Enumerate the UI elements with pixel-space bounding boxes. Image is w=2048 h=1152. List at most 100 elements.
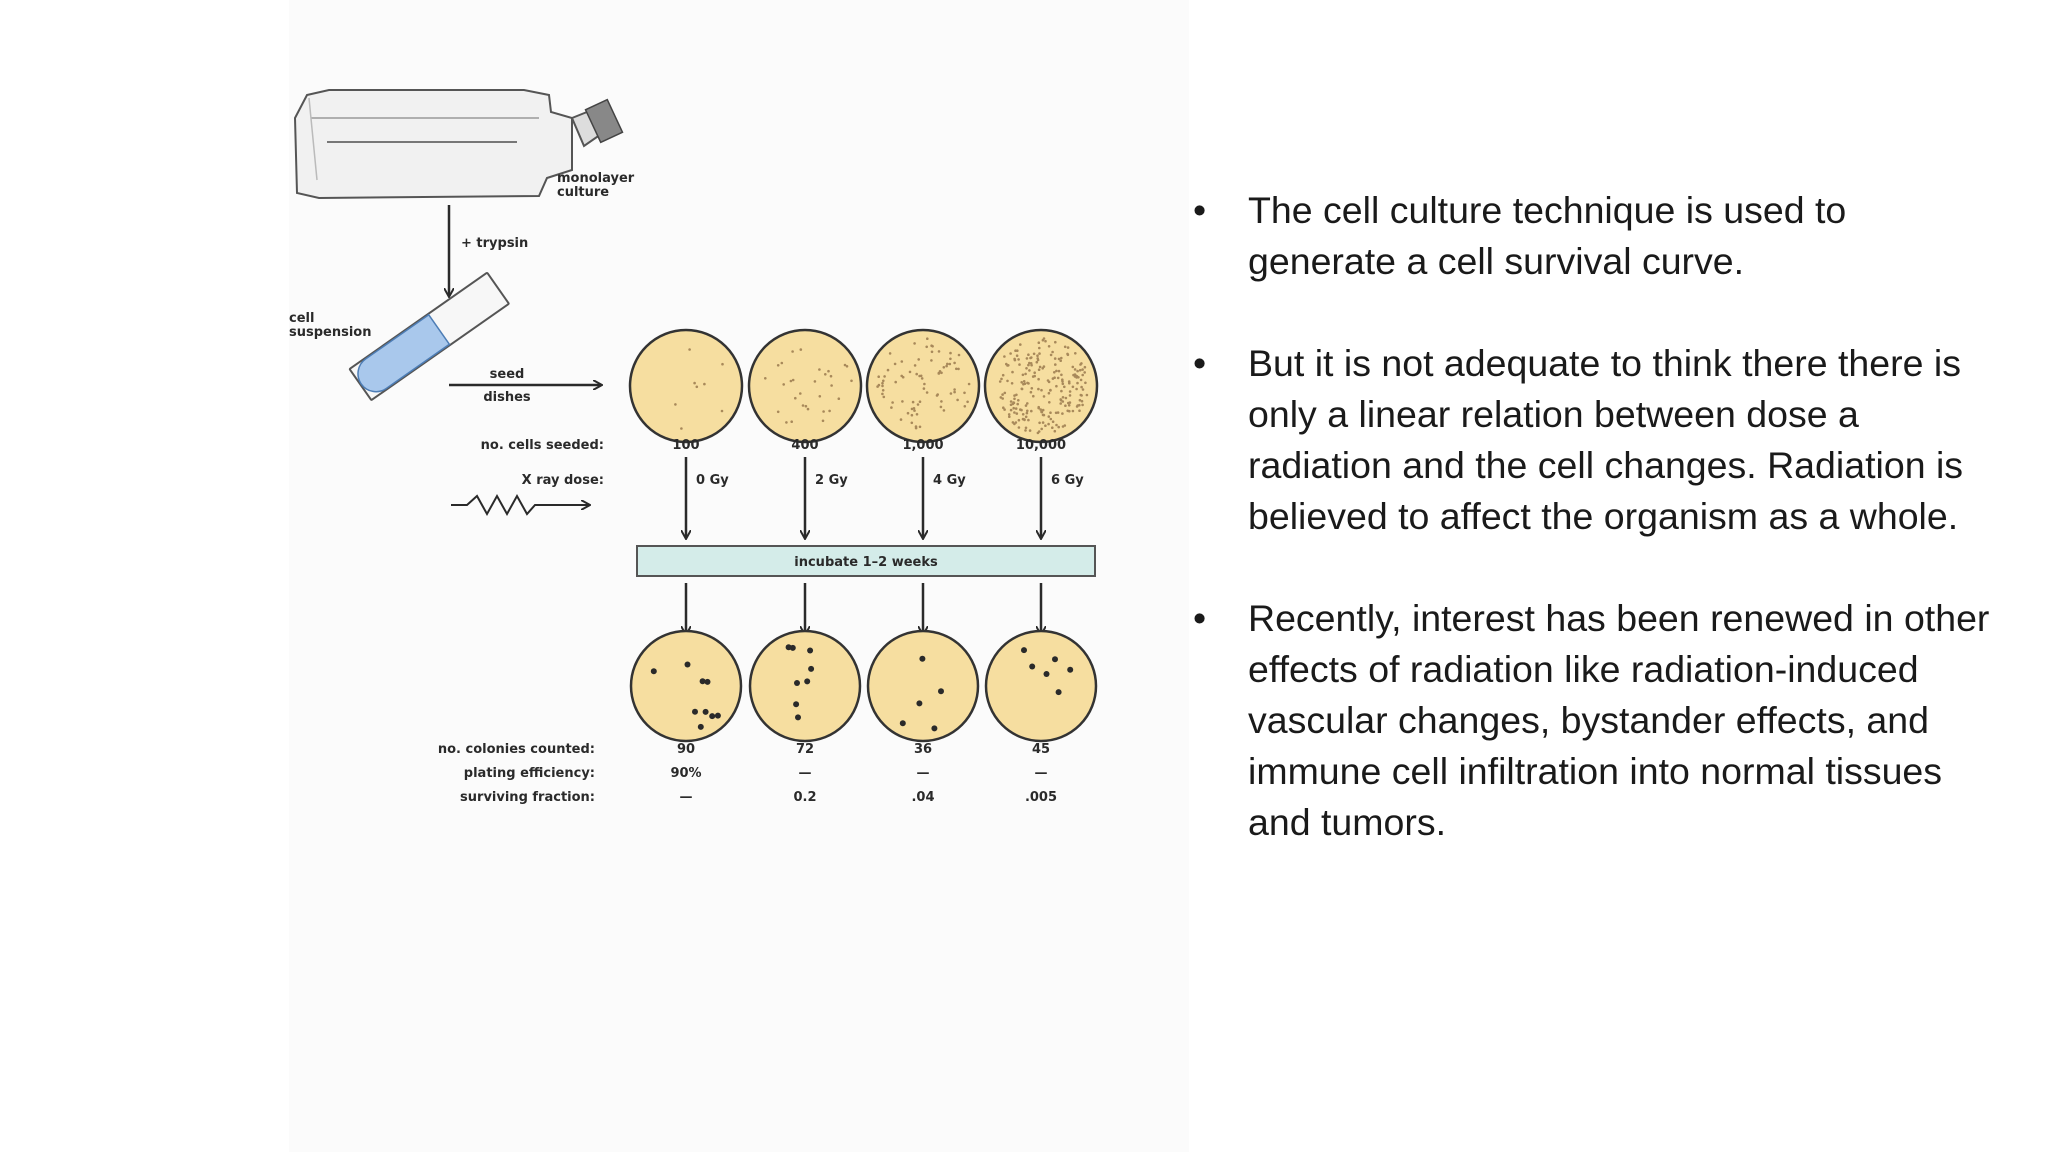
cell-dot [1017,358,1020,361]
cell-dot [949,351,952,355]
cell-dot [963,391,966,395]
cell-dot [910,407,914,411]
cell-dot [900,360,904,363]
cell-dot [1035,360,1039,364]
cell-dot [1061,382,1065,386]
cell-dot [891,401,894,404]
label-suspension: suspension [289,325,372,340]
cell-dot [1029,390,1033,394]
cell-dot [1080,399,1084,403]
cell-dot [1037,341,1041,345]
cell-dot [925,391,929,394]
cell-dot [692,708,698,715]
cell-dot [827,369,830,373]
cell-dot [1078,368,1082,372]
cell-dot [830,384,833,387]
cell-dot [1044,424,1047,428]
cell-dot [1051,350,1054,354]
dose-value: 0 Gy [696,473,729,488]
cell-dot [1022,382,1025,386]
cell-dot [764,377,767,380]
cell-dot [1014,349,1017,353]
label-surviving-fraction: surviving fraction: [460,790,595,805]
cells-seeded-value: 100 [672,438,699,453]
cell-dot [1073,373,1077,376]
cell-dot [881,389,885,392]
cell-dot [1083,365,1087,369]
cell-dot [1040,427,1043,431]
colonies-value: 36 [914,742,932,757]
cell-dot [920,377,924,380]
cells-seeded-value: 10,000 [1016,438,1066,453]
cell-dot [790,420,793,424]
cell-dot [881,384,884,388]
cell-dot [807,647,814,654]
cell-dot [955,367,958,371]
cell-dot [956,398,959,402]
cell-dot [1008,415,1011,419]
cells-seeded-value: 1,000 [902,438,943,453]
cell-dot [1021,413,1025,416]
cell-dot [804,404,808,408]
bullet-dot-icon: • [1193,597,1207,639]
cell-dot [1049,417,1053,421]
colonies-value: 45 [1032,742,1050,757]
cell-dot [1075,376,1078,379]
cell-dot [1015,354,1019,358]
colonies-value: 90 [677,742,695,757]
cell-dot [922,387,926,390]
cell-dot [1037,387,1040,391]
label-culture: culture [557,185,609,200]
cell-dot [1054,340,1057,344]
cell-dot [1047,422,1050,426]
cell-dot [1063,385,1066,389]
cell-dot [1047,415,1051,418]
cell-dot [704,678,711,685]
cell-dot [930,350,934,354]
cell-dot [680,427,683,430]
cell-dot [1039,408,1042,411]
cell-dot [1064,396,1068,400]
cell-dot [937,371,941,375]
test-tube-icon [348,272,510,401]
cell-dot [1036,357,1039,360]
cell-dot [693,381,696,385]
cell-dot [1057,369,1061,373]
cell-dot [822,410,825,413]
cell-dot [1018,363,1021,366]
cell-dot [1047,391,1051,395]
cell-dot [1068,381,1071,385]
cell-dot [949,392,953,395]
cell-dot [1067,404,1071,407]
cell-dot [877,383,881,387]
cell-dot [1078,409,1081,413]
fraction-value: .005 [1025,790,1057,805]
cell-dot [877,375,880,379]
cell-dot [1060,389,1063,393]
cell-dot [999,396,1003,399]
cell-dot [1013,411,1016,414]
label-monolayer: monolayer [557,171,635,186]
cell-dot [1057,357,1061,361]
cell-dot [1061,396,1065,399]
cell-dot [785,644,792,651]
cell-dot [1009,403,1013,407]
cell-dot [1071,409,1075,413]
cell-dot [953,361,956,365]
cell-dot [697,723,704,730]
cell-dot [1041,413,1045,417]
cell-dot [1041,408,1045,412]
cell-dot [1026,409,1029,413]
seeded-dish [747,328,863,444]
cell-dot [1005,362,1008,366]
cell-dot [937,350,941,353]
cell-dot [688,348,691,351]
cell-dot [1048,401,1051,404]
cell-dot [1013,394,1016,397]
cell-dot [1071,365,1075,369]
dose-value: 6 Gy [1051,473,1084,488]
cell-dot [721,362,724,366]
cell-dot [938,688,944,695]
cell-dot [1053,371,1056,374]
cell-dot [886,368,890,372]
